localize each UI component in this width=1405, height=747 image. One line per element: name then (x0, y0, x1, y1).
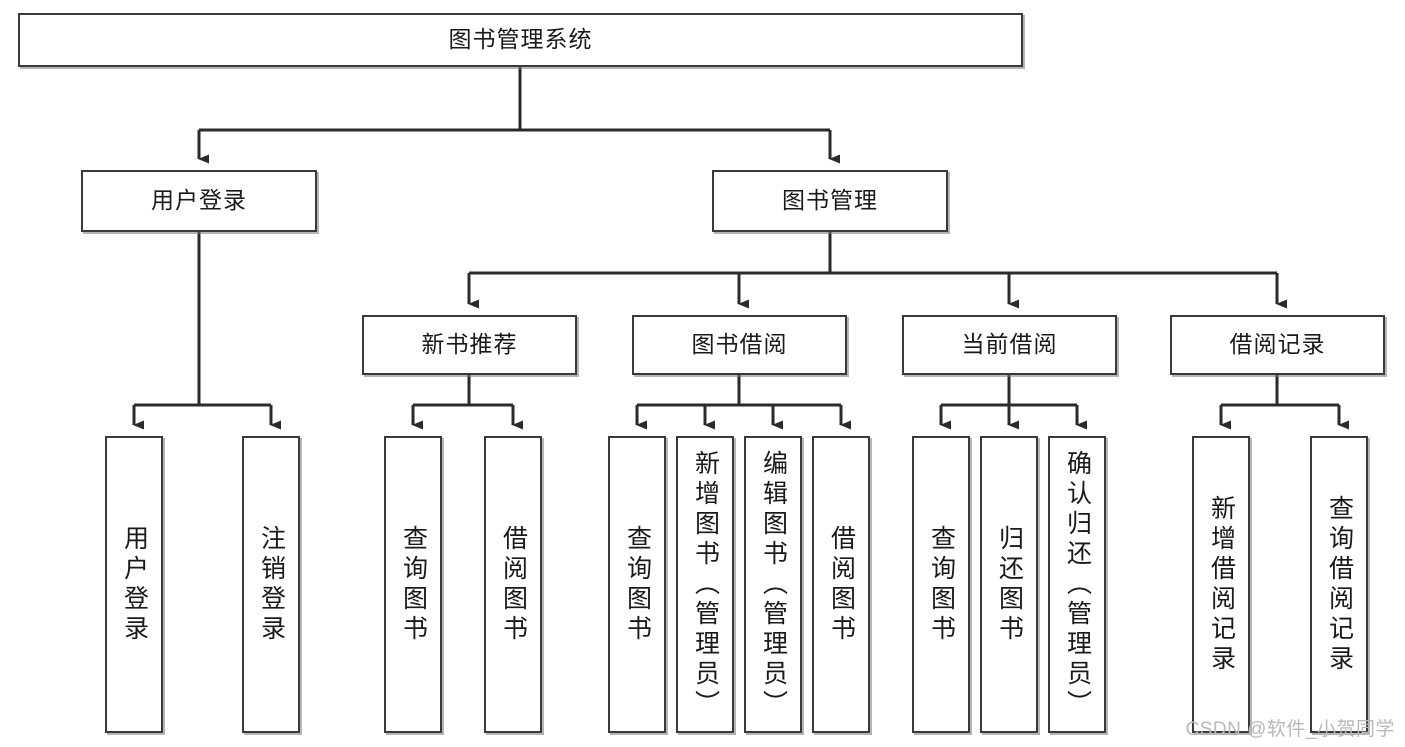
node-leaf-add-book-admin[interactable]: 新增图书（管理员） (676, 436, 734, 733)
node-label: 确认归还（管理员） (1063, 449, 1092, 720)
node-leaf-user-login[interactable]: 用户登录 (105, 436, 163, 733)
watermark-text: CSDN @软件_小贺同学 (1185, 719, 1395, 740)
node-book-borrow[interactable]: 图书借阅 (632, 315, 847, 375)
node-user-login[interactable]: 用户登录 (81, 170, 317, 232)
node-new-book-recommend[interactable]: 新书推荐 (362, 315, 577, 375)
node-label: 新增图书（管理员） (691, 449, 720, 720)
node-label: 查询图书 (623, 524, 652, 645)
node-leaf-query-borrow-record[interactable]: 查询借阅记录 (1310, 436, 1368, 733)
node-label: 当前借阅 (961, 331, 1058, 358)
node-label: 新增借阅记录 (1207, 494, 1236, 675)
node-label: 借阅记录 (1229, 331, 1326, 358)
node-leaf-query-book-recommend[interactable]: 查询图书 (384, 436, 442, 733)
node-leaf-confirm-return-admin[interactable]: 确认归还（管理员） (1048, 436, 1106, 733)
node-book-management[interactable]: 图书管理 (712, 170, 948, 232)
node-leaf-logout[interactable]: 注销登录 (242, 436, 300, 733)
node-leaf-borrow-book[interactable]: 借阅图书 (812, 436, 870, 733)
node-leaf-return-book[interactable]: 归还图书 (980, 436, 1038, 733)
node-label: 借阅图书 (499, 524, 528, 645)
node-label: 图书管理系统 (448, 26, 593, 53)
node-borrow-record[interactable]: 借阅记录 (1170, 315, 1385, 375)
node-label: 查询图书 (927, 524, 956, 645)
node-label: 用户登录 (120, 524, 149, 645)
node-label: 编辑图书（管理员） (759, 449, 788, 720)
node-label: 新书推荐 (421, 331, 518, 358)
node-leaf-borrow-book-recommend[interactable]: 借阅图书 (484, 436, 542, 733)
node-label: 用户登录 (151, 187, 247, 214)
node-root-book-management-system[interactable]: 图书管理系统 (18, 13, 1023, 67)
node-current-borrow[interactable]: 当前借阅 (902, 315, 1117, 375)
node-label: 图书管理 (782, 187, 878, 214)
node-leaf-query-book-current[interactable]: 查询图书 (912, 436, 970, 733)
node-leaf-add-borrow-record[interactable]: 新增借阅记录 (1192, 436, 1250, 733)
node-label: 归还图书 (995, 524, 1024, 645)
node-label: 注销登录 (257, 524, 286, 645)
node-label: 查询借阅记录 (1325, 494, 1354, 675)
node-leaf-edit-book-admin[interactable]: 编辑图书（管理员） (744, 436, 802, 733)
node-label: 图书借阅 (691, 331, 788, 358)
node-leaf-query-book-borrow[interactable]: 查询图书 (608, 436, 666, 733)
node-label: 查询图书 (399, 524, 428, 645)
node-label: 借阅图书 (827, 524, 856, 645)
